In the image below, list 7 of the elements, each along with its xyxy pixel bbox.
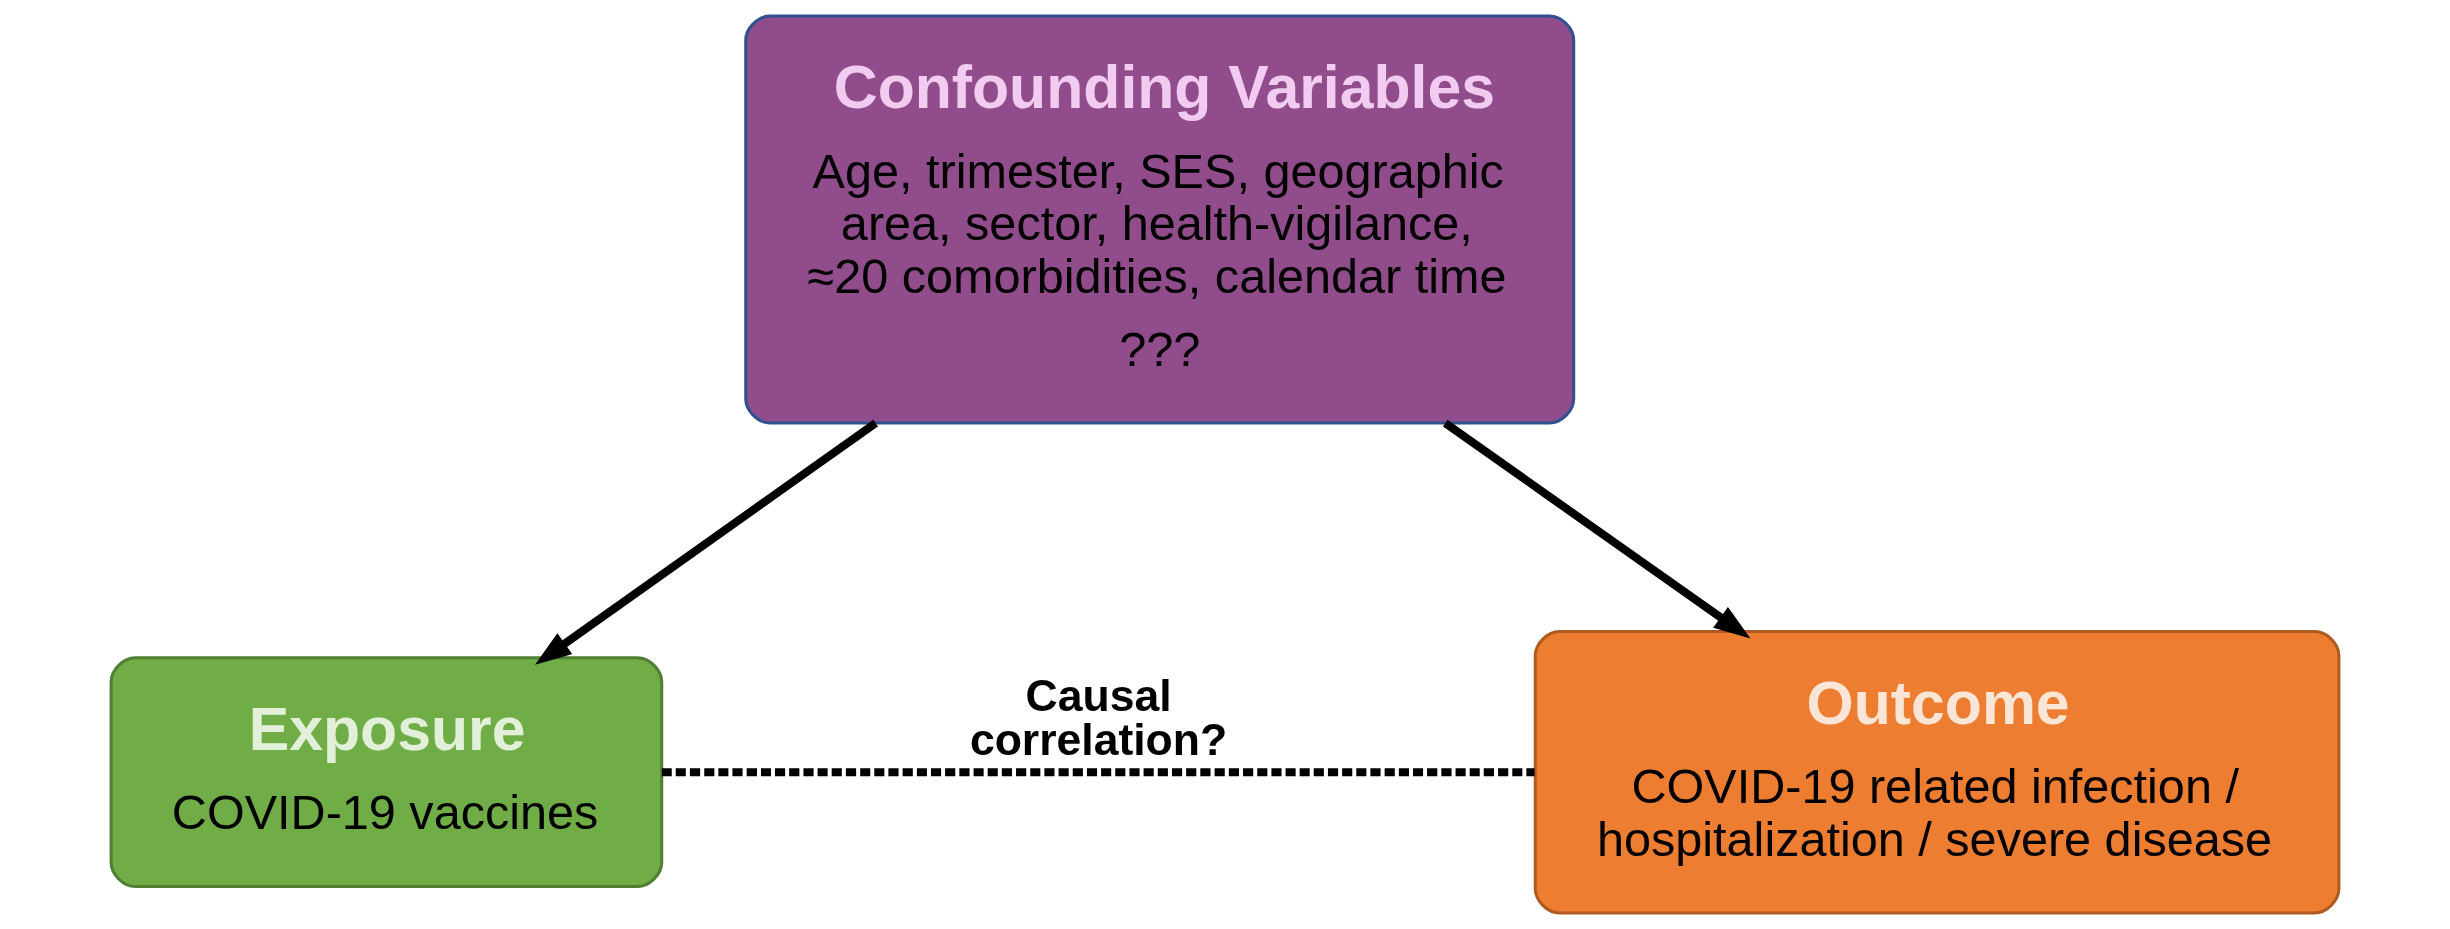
edge-label: Causal correlation?	[969, 670, 1228, 765]
node-box: Exposure COVID-19 vaccines	[109, 656, 664, 889]
arrow	[1442, 419, 1751, 639]
arrow	[534, 419, 878, 665]
node-box: Confounding Variables Age, trimester, SES, geographic area, sector, health-vigilance, ≈20 comorbidities, calendar time ???	[744, 14, 1576, 425]
node-box: Outcome COVID-19 related infection / hospitalization / severe disease	[1533, 630, 2341, 915]
connector	[661, 768, 1535, 777]
